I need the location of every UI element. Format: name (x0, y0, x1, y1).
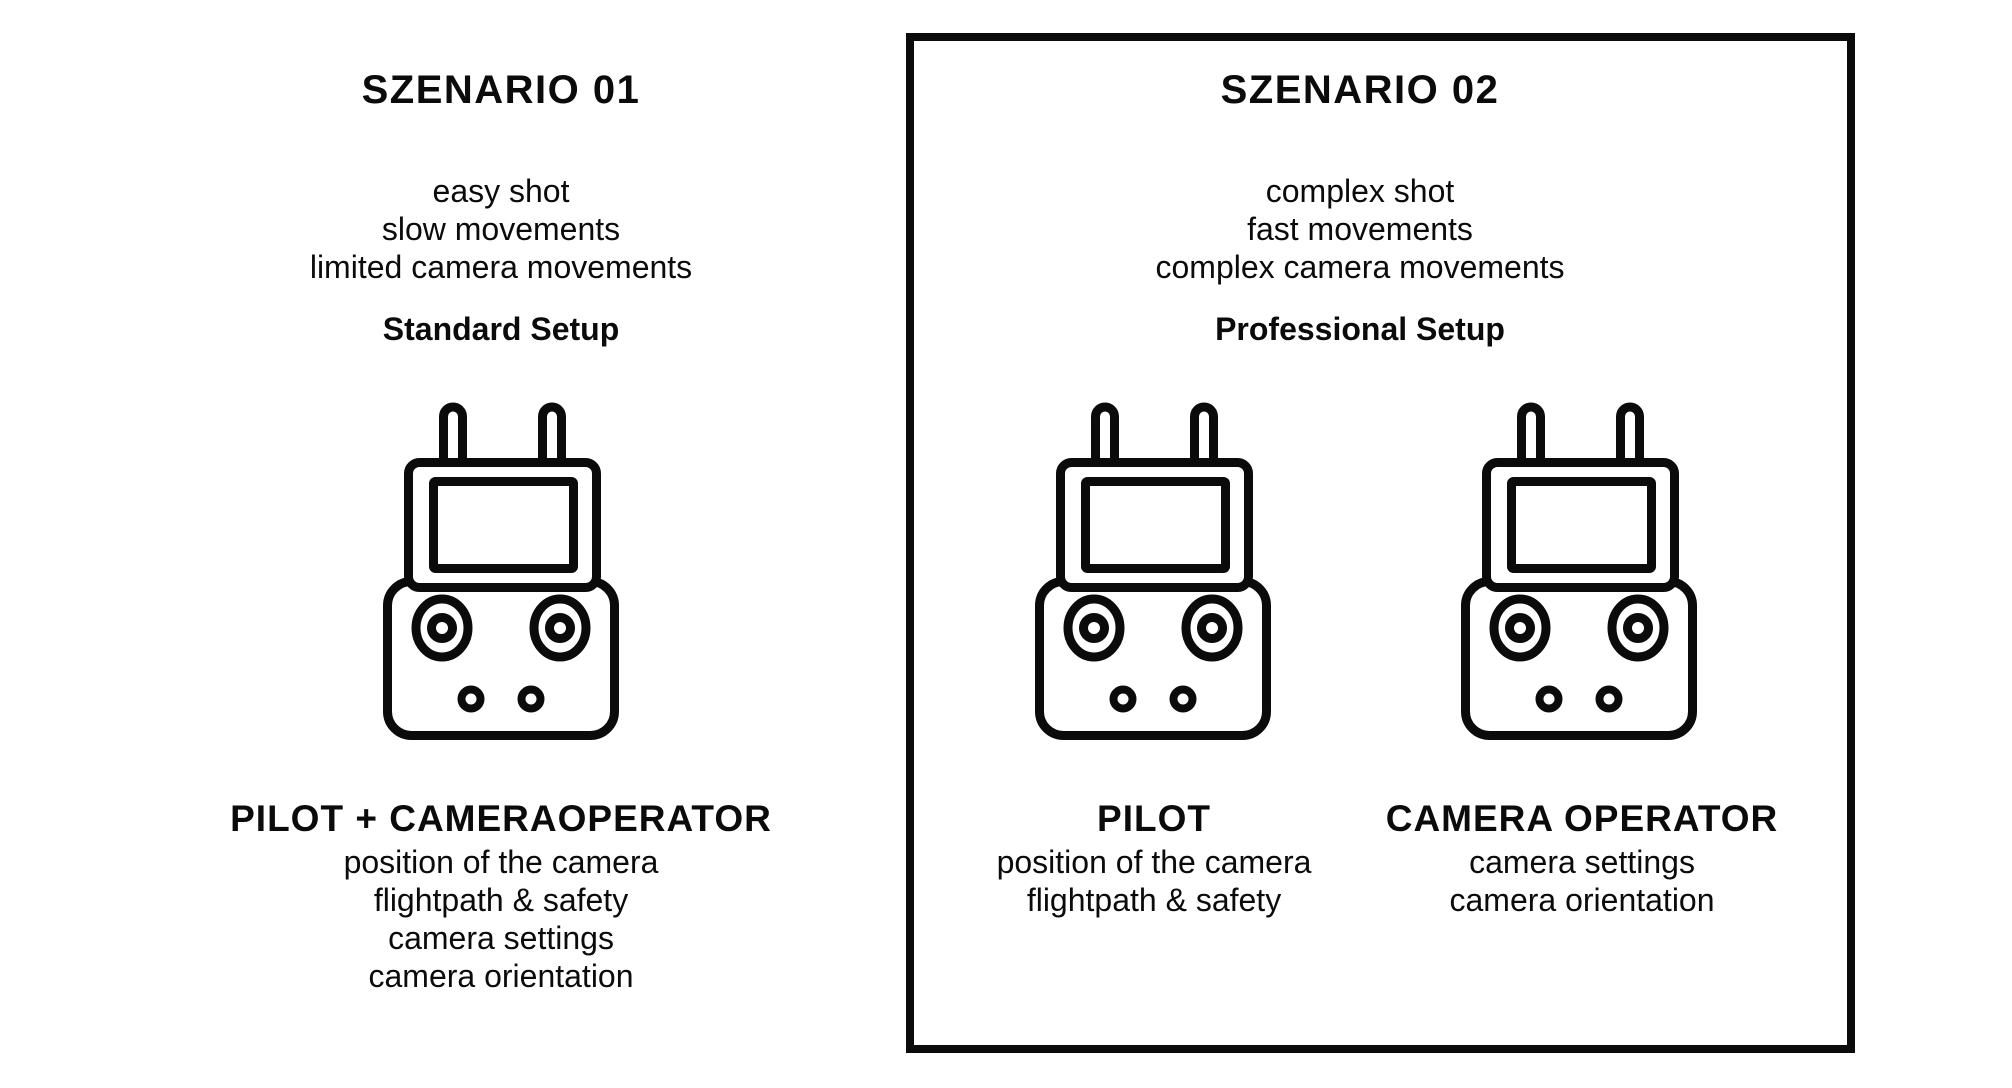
role-task: camera settings (1469, 844, 1695, 880)
remote-controller-icon (1031, 398, 1275, 744)
remote-controller-icon (1457, 398, 1701, 744)
scenario-01-role-tasks: position of the camera flightpath & safe… (344, 843, 659, 995)
description-line: easy shot (432, 173, 570, 209)
role-task: flightpath & safety (1026, 882, 1282, 918)
scenario-01-title: SZENARIO 01 (361, 68, 641, 112)
role-task: flightpath & safety (373, 882, 629, 918)
scenario-01-setup-label: Standard Setup (382, 311, 620, 347)
description-line: complex camera movements (1155, 249, 1565, 285)
scenario-02-operator-role-name: CAMERA OPERATOR (1385, 798, 1779, 839)
remote-controller-icon (379, 398, 623, 744)
scenario-02-panel: SZENARIO 02 complex shot fast movements … (906, 33, 1855, 1053)
description-line: limited camera movements (309, 249, 693, 285)
description-line: slow movements (381, 211, 621, 247)
scenario-02-title: SZENARIO 02 (1220, 68, 1500, 112)
role-task: position of the camera (996, 844, 1312, 880)
description-line: fast movements (1247, 211, 1473, 247)
role-task: camera orientation (1449, 882, 1715, 918)
role-task: camera settings (388, 920, 614, 956)
scenario-02-setup-label: Professional Setup (1215, 311, 1505, 347)
description-line: complex shot (1265, 173, 1455, 209)
scenario-02-operator-tasks: camera settings camera orientation (1449, 843, 1714, 919)
scenario-02-description: complex shot fast movements complex came… (1155, 172, 1564, 286)
scenario-02-pilot-tasks: position of the camera flightpath & safe… (997, 843, 1312, 919)
role-task: position of the camera (343, 844, 659, 880)
scenario-01-role-name: PILOT + CAMERAOPERATOR (230, 798, 772, 839)
role-task: camera orientation (368, 958, 634, 994)
scenario-01-description: easy shot slow movements limited camera … (310, 172, 692, 286)
scenario-02-pilot-role-name: PILOT (1097, 798, 1211, 839)
